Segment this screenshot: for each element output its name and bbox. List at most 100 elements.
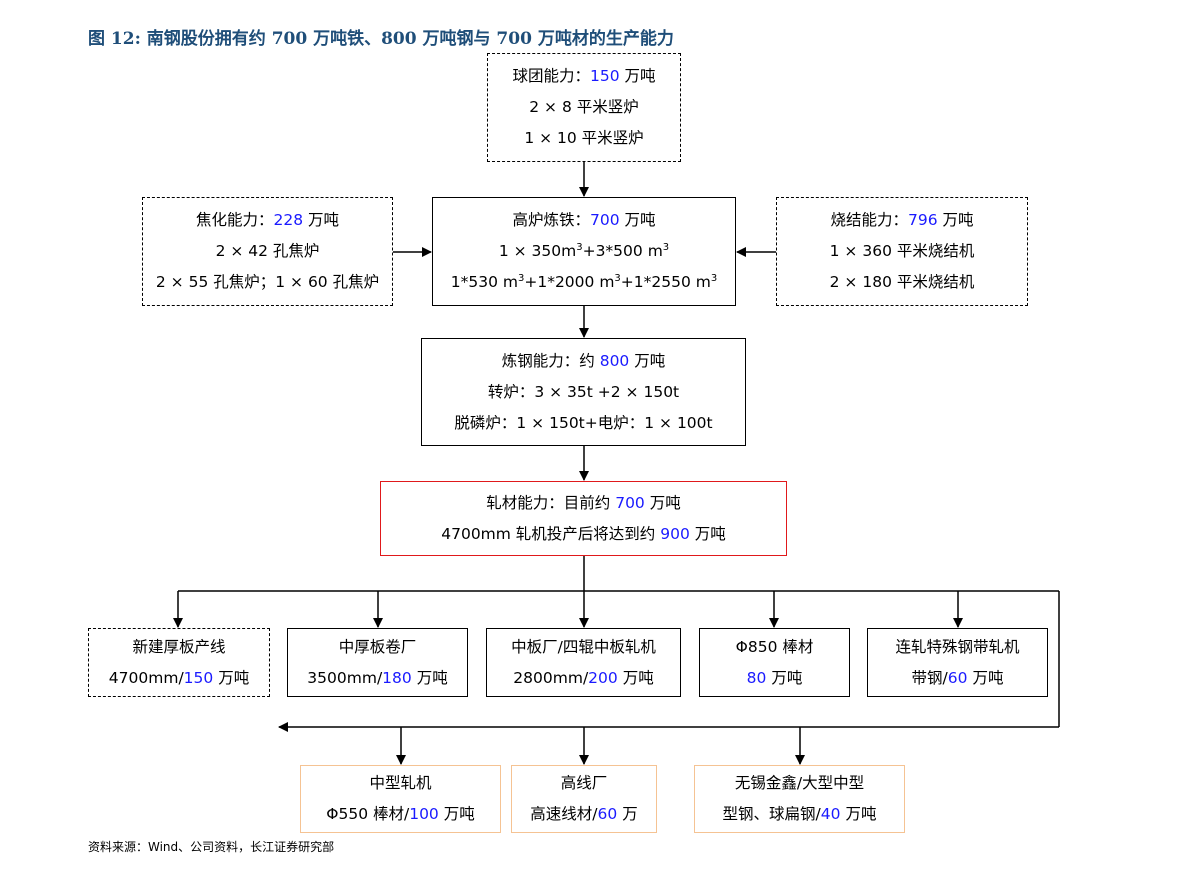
box-wire: 高线厂高速线材/60 万 [511,765,657,833]
box-text: 万吨 [303,211,340,229]
box-text: 2800mm/ [513,668,589,687]
box-text: 中板厂/四辊中板轧机 [511,637,656,656]
box-text: 万吨 [619,211,656,229]
box-text: 2 × 42 孔焦炉 [215,242,320,260]
box-line: Φ550 棒材/100 万吨 [326,799,474,830]
capacity-value: 80 [746,668,767,687]
box-line: 脱磷炉：1 × 150t+电炉：1 × 100t [454,408,712,439]
capacity-value: 150 [183,668,214,687]
box-line: 球团能力：150 万吨 [512,61,655,92]
capacity-value: 150 [589,67,620,85]
box-text: 万吨 [644,493,681,512]
box-text: 中厚板卷厂 [338,637,417,656]
box-text: 万吨 [619,67,656,85]
box-text: 烧结能力： [830,211,908,229]
capacity-value: 100 [409,805,439,823]
figure-title: 图 12: 南钢股份拥有约 700 万吨铁、800 万吨钢与 700 万吨材的生… [88,29,674,49]
box-text: 脱磷炉：1 × 150t+电炉：1 × 100t [454,413,713,432]
box-line: Φ850 棒材 [736,632,814,663]
box-line: 无锡金鑫/大型中型 [735,768,864,799]
box-coke: 焦化能力：228 万吨 2 × 42 孔焦炉 2 × 55 孔焦炉；1 × 60 孔… [142,197,393,306]
box-text: 4700mm/ [108,668,184,687]
box-line: 2 × 55 孔焦炉；1 × 60 孔焦炉 [156,267,379,298]
capacity-value: 796 [907,211,938,229]
box-line: 烧结能力：796 万吨 [830,205,973,236]
box-text: 4700mm 轧机投产后将达到约 [441,524,661,543]
box-text: 1 × 350m [498,242,577,260]
capacity-value: 40 [820,805,841,823]
capacity-value: 60 [947,668,968,687]
box-line: 型钢、球扁钢/40 万吨 [723,799,877,830]
box-text: 万吨 [766,668,803,687]
box-text: 3 [614,272,621,284]
box-line: 中板厂/四辊中板轧机 [511,632,656,663]
capacity-value: 700 [615,493,645,512]
capacity-value: 60 [597,805,618,823]
box-line: 轧材能力：目前约 700 万吨 [486,488,680,519]
box-line: 带钢/60 万吨 [912,663,1004,694]
box-line: 中型轧机 [369,768,431,799]
box-text: 带钢/ [911,668,948,687]
box-line: 转炉：3 × 35t +2 × 150t [488,377,679,408]
box-text: 万吨 [617,668,654,687]
box-text: +1*2550 m [620,273,711,291]
box-text: 1 × 360 平米烧结机 [829,242,975,260]
box-line: 新建厚板产线 [132,632,225,663]
capacity-value: 200 [588,668,618,687]
box-sinter: 烧结能力：796 万吨 1 × 360 平米烧结机 2 × 180 平米烧结机 [776,197,1028,306]
box-text: 3 [710,272,718,284]
box-text: 高炉炼铁： [512,211,590,229]
box-text: 1 × 10 平米竖炉 [524,129,644,147]
box-line: 2 × 42 孔焦炉 [216,236,320,267]
box-text: 中型轧机 [369,774,432,792]
box-line: 1*530 m3+1*2000 m3+1*2550 m3 [451,267,718,298]
box-text: 万吨 [438,805,475,823]
box-text: 高线厂 [560,774,608,792]
box-text: 万吨 [213,668,250,687]
box-line: 高速线材/60 万 [530,799,637,830]
box-text: +1*2000 m [524,273,615,291]
box-section: 中型轧机 Φ550 棒材/100 万吨 [300,765,501,833]
box-text: 高速线材/ [530,805,598,823]
box-text: 万吨 [689,524,726,543]
box-line: 4700mm/150 万吨 [109,663,249,694]
source-note: 资料来源：Wind、公司资料，长江证券研究部 [88,840,335,854]
capacity-value: 700 [589,211,620,229]
box-line: 高炉炼铁：700 万吨 [512,205,655,236]
box-line: 1 × 10 平米竖炉 [524,123,643,154]
box-line: 中厚板卷厂 [339,632,417,663]
box-text: 万吨 [629,351,666,370]
box-line: 1 × 360 平米烧结机 [830,236,975,267]
box-line: 2 × 8 平米竖炉 [529,92,639,123]
box-text: 2 × 180 平米烧结机 [829,273,975,291]
box-line: 炼钢能力：约 800 万吨 [502,346,665,377]
box-text: 万吨 [411,668,448,687]
box-mid: 中板厂/四辊中板轧机 2800mm/200 万吨 [486,628,681,697]
box-text: 连轧特殊钢带轧机 [895,637,1020,656]
box-text: 万吨 [937,211,974,229]
box-line: 焦化能力：228 万吨 [196,205,339,236]
box-text: 2 × 8 平米竖炉 [529,98,639,116]
box-line: 3500mm/180 万吨 [307,663,447,694]
box-text: +3*500 m [582,242,663,260]
box-line: 2800mm/200 万吨 [513,663,653,694]
capacity-value: 800 [599,351,630,370]
box-text: 2 × 55 孔焦炉；1 × 60 孔焦炉 [155,273,380,291]
box-bar: Φ850 棒材 80 万吨 [699,628,850,697]
box-thick: 中厚板卷厂 3500mm/180 万吨 [287,628,468,697]
box-line: 2 × 180 平米烧结机 [830,267,975,298]
box-text: 万吨 [840,805,877,823]
box-text: 炼钢能力：约 [501,351,600,370]
box-wuxi: 无锡金鑫/大型中型型钢、球扁钢/40 万吨 [694,765,905,833]
box-line: 高线厂 [561,768,608,799]
box-text: Φ850 棒材 [735,637,814,656]
box-text: 3 [517,272,525,284]
box-text: 1*530 m [450,273,518,291]
box-text: 无锡金鑫/大型中型 [734,774,865,792]
box-text: 焦化能力： [195,211,274,229]
box-text: 3500mm/ [307,668,383,687]
